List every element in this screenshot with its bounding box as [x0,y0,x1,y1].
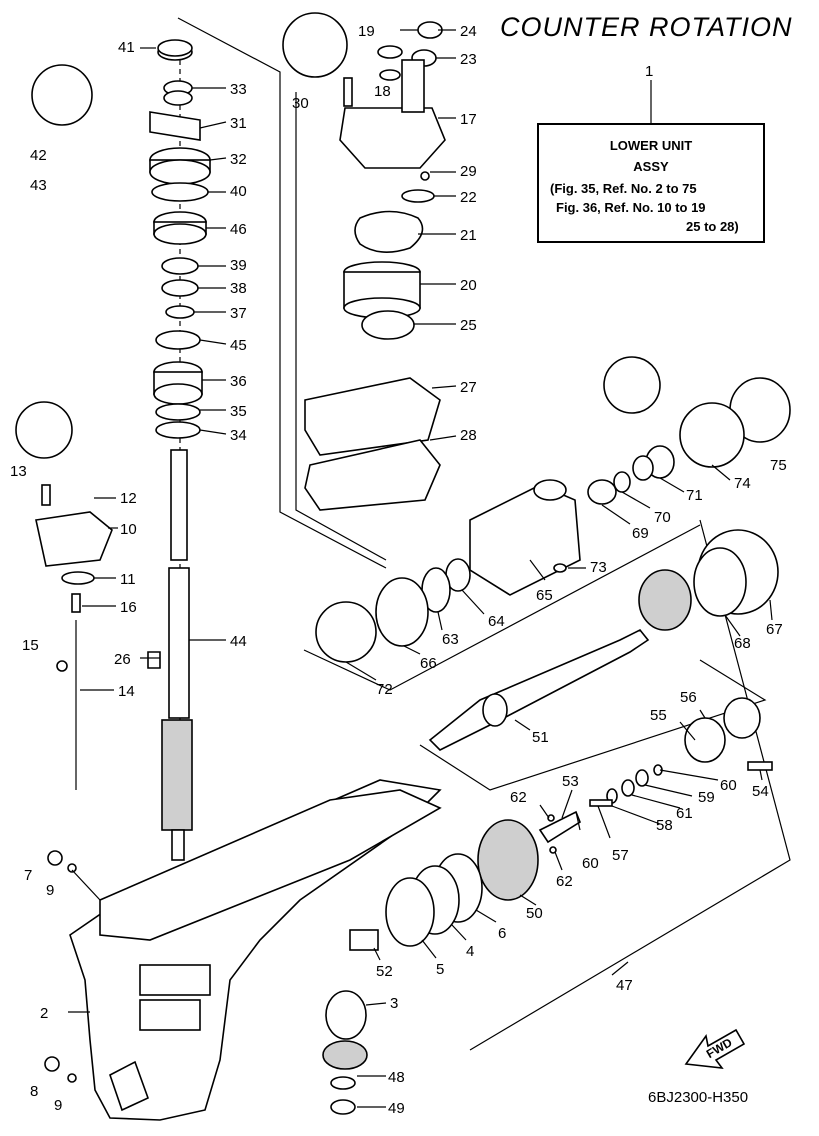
part-label-50: 50 [526,905,543,922]
part-label-31: 31 [230,115,247,132]
info-line-3: (Fig. 35, Ref. No. 2 to 75 [550,181,697,196]
callout-1: 1 [645,63,653,80]
part-label-73: 73 [590,559,607,576]
part-label-56: 56 [680,689,697,706]
part-label-36: 36 [230,373,247,390]
part-label-65: 65 [536,587,553,604]
part-label-23: 23 [460,51,477,68]
part-label-9b: 9 [54,1097,62,1114]
leader-lines [68,29,773,1108]
part-label-45: 45 [230,337,247,354]
part-label-3: 3 [390,995,398,1012]
water-pump-assembly [282,12,446,511]
part-label-39: 39 [230,257,247,274]
part-label-42: 42 [30,147,47,164]
part-label-15: 15 [22,637,39,654]
part-label-41: 41 [118,39,135,56]
part-label-7: 7 [24,867,32,884]
info-line-1: LOWER UNIT [610,138,692,153]
part-label-52: 52 [376,963,393,980]
part-label-64: 64 [488,613,505,630]
part-labels: 41 33 31 42 43 32 40 46 39 38 37 45 36 3… [10,23,787,1117]
part-label-32: 32 [230,151,247,168]
part-label-8: 8 [30,1083,38,1100]
part-label-57: 57 [612,847,629,864]
info-line-2: ASSY [633,159,669,174]
part-label-16: 16 [120,599,137,616]
part-label-28: 28 [460,427,477,444]
part-label-49: 49 [388,1100,405,1117]
diagram-title: COUNTER ROTATION [500,12,793,42]
part-label-46: 46 [230,221,247,238]
diagram-code: 6BJ2300-H350 [648,1089,748,1106]
part-label-62a: 62 [510,789,527,806]
part-label-75: 75 [770,457,787,474]
part-label-38: 38 [230,280,247,297]
part-label-35: 35 [230,403,247,420]
part-label-69: 69 [632,525,649,542]
part-label-74: 74 [734,475,751,492]
part-label-48: 48 [388,1069,405,1086]
part-label-68: 68 [734,635,751,652]
part-label-71: 71 [686,487,703,504]
part-label-10: 10 [120,521,137,538]
part-label-5: 5 [436,961,444,978]
forward-arrow-icon: FWD [684,1028,746,1069]
part-label-51: 51 [532,729,549,746]
part-label-11: 11 [120,571,136,588]
part-label-17: 17 [460,111,477,128]
part-label-47: 47 [616,977,633,994]
part-label-22: 22 [460,189,477,206]
part-label-29: 29 [460,163,477,180]
part-label-40: 40 [230,183,247,200]
part-label-37: 37 [230,305,247,322]
group-outline-lines [177,17,791,1051]
part-label-60a: 60 [720,777,737,794]
shift-rod-assembly [15,64,113,790]
part-label-27: 27 [460,379,477,396]
part-label-67: 67 [766,621,783,638]
part-label-61: 61 [676,805,693,822]
part-label-30: 30 [292,95,309,112]
part-label-19: 19 [358,23,375,40]
info-line-4: Fig. 36, Ref. No. 10 to 19 [556,200,706,215]
part-label-44: 44 [230,633,247,650]
part-label-60b: 60 [582,855,599,872]
info-line-5: 25 to 28) [686,219,739,234]
part-label-62b: 62 [556,873,573,890]
part-label-18: 18 [374,83,391,100]
part-label-66: 66 [420,655,437,672]
part-label-26: 26 [114,651,131,668]
part-label-33: 33 [230,81,247,98]
lower-casing [44,779,442,1121]
part-label-54: 54 [752,783,769,800]
part-label-6: 6 [498,925,506,942]
part-label-25: 25 [460,317,477,334]
driveshaft-assembly [147,39,211,861]
part-label-13: 13 [10,463,27,480]
part-label-55: 55 [650,707,667,724]
propeller-shaft-assembly [315,356,791,1115]
part-label-34: 34 [230,427,247,444]
part-label-70: 70 [654,509,671,526]
part-label-24: 24 [460,23,477,40]
part-label-12: 12 [120,490,137,507]
part-label-63: 63 [442,631,459,648]
part-label-43: 43 [30,177,47,194]
part-label-59: 59 [698,789,715,806]
part-label-72: 72 [376,681,393,698]
part-label-20: 20 [460,277,477,294]
part-label-58: 58 [656,817,673,834]
part-label-14: 14 [118,683,135,700]
part-label-53: 53 [562,773,579,790]
lower-unit-info-box: 1 LOWER UNIT ASSY (Fig. 35, Ref. No. 2 t… [537,63,765,243]
part-label-21: 21 [460,227,477,244]
part-label-9a: 9 [46,882,54,899]
part-label-2: 2 [40,1005,48,1022]
part-label-4: 4 [466,943,474,960]
